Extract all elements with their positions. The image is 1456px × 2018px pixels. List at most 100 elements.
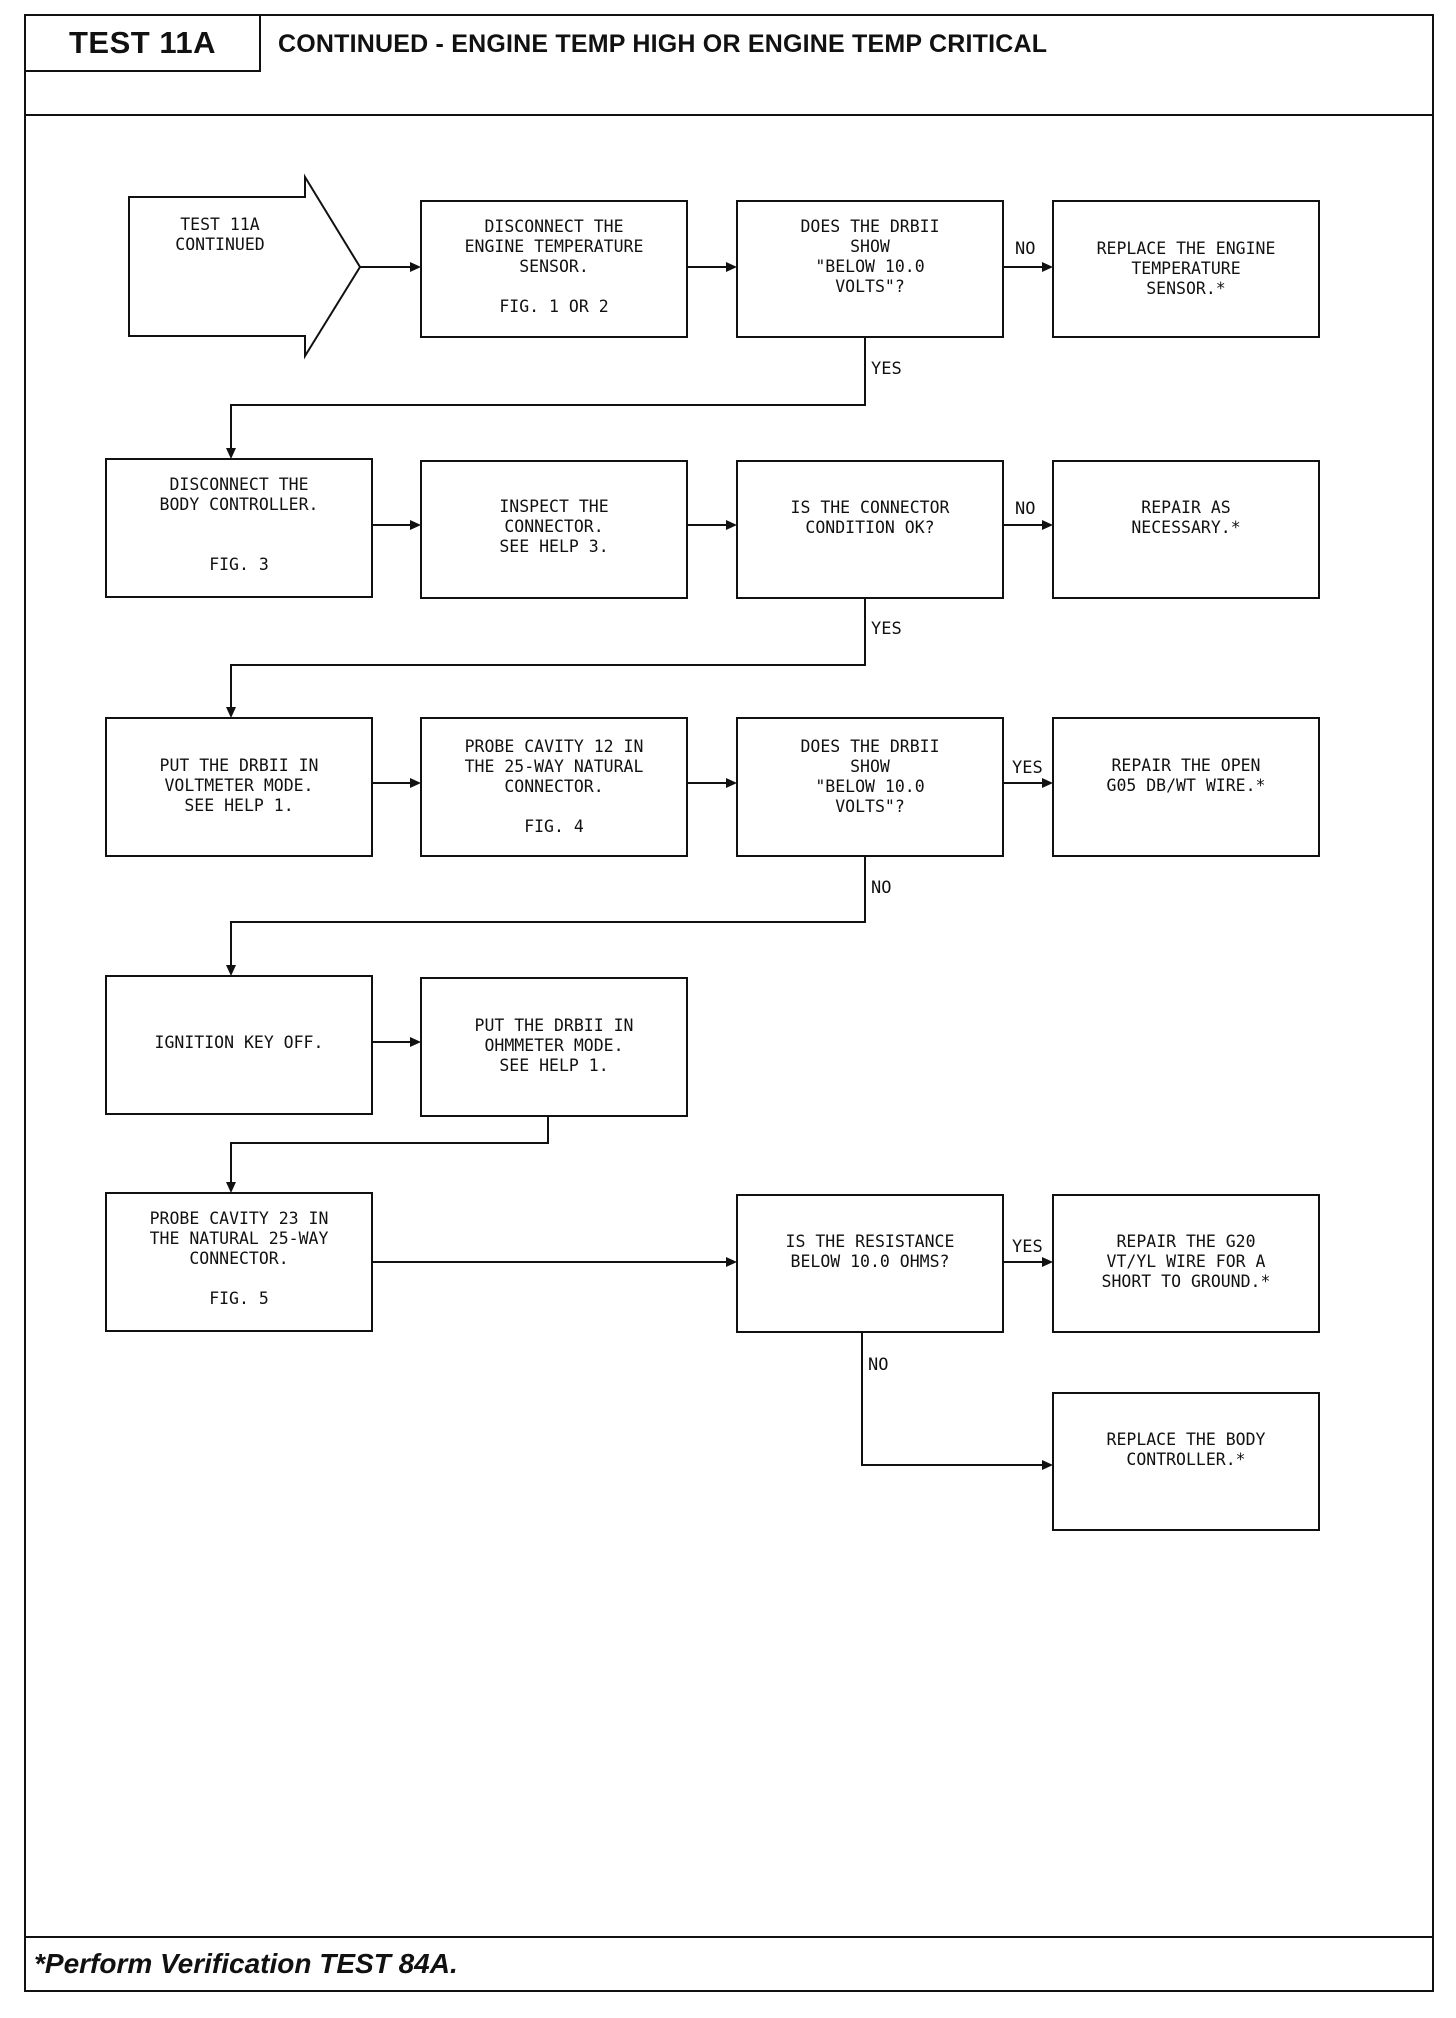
arrowhead xyxy=(410,1037,421,1047)
step-replace-body xyxy=(1052,1392,1320,1531)
label-yes: YES xyxy=(871,619,902,639)
arrowhead xyxy=(726,262,737,272)
box-text-line: CONTROLLER.* xyxy=(1126,1450,1245,1469)
question-below-10v-2 xyxy=(736,717,1004,857)
step-disconnect-sensor xyxy=(420,200,688,338)
step-replace-sensor xyxy=(1052,200,1320,338)
box-text-line: PUT THE DRBII IN xyxy=(160,756,319,775)
question-below-10v-1 xyxy=(736,200,1004,338)
box-text-line: REPLACE THE BODY xyxy=(1107,1430,1266,1449)
label-no: NO xyxy=(868,1355,888,1375)
step-ohmmeter-mode xyxy=(420,977,688,1117)
box-text-line: TEMPERATURE xyxy=(1131,259,1240,278)
arrowhead xyxy=(410,520,421,530)
box-text-line: SHOW xyxy=(850,757,890,776)
box-text-line: VT/YL WIRE FOR A xyxy=(1107,1252,1266,1271)
step-repair-g05 xyxy=(1052,717,1320,857)
arrowhead xyxy=(1042,1257,1053,1267)
arrowhead xyxy=(726,778,737,788)
box-text-line: THE NATURAL 25-WAY xyxy=(150,1229,329,1248)
arrowhead xyxy=(226,707,236,718)
arrowhead xyxy=(226,965,236,976)
box-text-line: CONNECTOR. xyxy=(189,1249,288,1268)
box-text-line: FIG. 3 xyxy=(209,555,269,574)
box-text-line: CONDITION OK? xyxy=(805,518,934,537)
box-text-line: IS THE RESISTANCE xyxy=(786,1232,955,1251)
box-text-line: OHMMETER MODE. xyxy=(484,1036,623,1055)
page-title: CONTINUED - ENGINE TEMP HIGH OR ENGINE T… xyxy=(278,30,1048,58)
arrowhead xyxy=(1042,778,1053,788)
arrowhead xyxy=(1042,1460,1053,1470)
step-probe-cavity-23 xyxy=(105,1192,373,1332)
test-label: TEST 11A xyxy=(26,16,261,72)
box-text-line: FIG. 4 xyxy=(524,817,584,836)
box-text-line: INSPECT THE xyxy=(499,497,608,516)
box-text-line: CONNECTOR. xyxy=(504,777,603,796)
step-inspect-connector xyxy=(420,460,688,599)
box-text-line: CONTINUED xyxy=(175,235,264,254)
box-text-line: FIG. 1 OR 2 xyxy=(499,297,608,316)
box-text-line: SENSOR. xyxy=(519,257,589,276)
label-yes: YES xyxy=(871,359,902,379)
box-text-line: PUT THE DRBII IN xyxy=(475,1016,634,1035)
box-text-line: TEST 11A xyxy=(180,215,260,234)
box-text-line: CONNECTOR. xyxy=(504,517,603,536)
label-yes: YES xyxy=(1012,1237,1043,1257)
box-text-line: DISCONNECT THE xyxy=(484,217,623,236)
box-text-line: REPLACE THE ENGINE xyxy=(1097,239,1276,258)
step-disconnect-body xyxy=(105,458,373,598)
box-text-line: PROBE CAVITY 23 IN xyxy=(150,1209,329,1228)
page-frame: TEST 11A CONTINUED - ENGINE TEMP HIGH OR… xyxy=(24,14,1434,1992)
step-ignition-off-text: IGNITION KEY OFF. xyxy=(155,1033,324,1052)
box-text-line: BELOW 10.0 OHMS? xyxy=(791,1252,950,1271)
start-arrow xyxy=(128,173,362,360)
arrowhead xyxy=(726,1257,737,1267)
box-text-line: VOLTMETER MODE. xyxy=(164,776,313,795)
arrowheads xyxy=(226,262,1053,1470)
arrowhead xyxy=(1042,262,1053,272)
box-text-line: IS THE CONNECTOR xyxy=(791,498,950,517)
header: TEST 11A CONTINUED - ENGINE TEMP HIGH OR… xyxy=(26,16,1432,116)
connectors xyxy=(230,266,1049,1466)
arrowhead xyxy=(226,1182,236,1193)
step-repair-g20 xyxy=(1052,1194,1320,1333)
box-text-line: REPAIR THE OPEN xyxy=(1111,756,1260,775)
box-text-line: THE 25-WAY NATURAL xyxy=(465,757,644,776)
box-text-line: SEE HELP 1. xyxy=(184,796,293,815)
question-resistance xyxy=(736,1194,1004,1333)
box-text-line: BODY CONTROLLER. xyxy=(160,495,319,514)
box-text-line: FIG. 5 xyxy=(209,1289,269,1308)
box-text-line: VOLTS"? xyxy=(835,797,905,816)
box-text-line: VOLTS"? xyxy=(835,277,905,296)
box-text-line: DISCONNECT THE xyxy=(169,475,308,494)
box-text-line: SEE HELP 1. xyxy=(499,1056,608,1075)
box-text-line: SEE HELP 3. xyxy=(499,537,608,556)
arrow-no-to-ignition xyxy=(230,856,866,972)
box-text-line: SENSOR.* xyxy=(1146,279,1225,298)
box-text-line: ENGINE TEMPERATURE xyxy=(465,237,644,256)
box-text-line: NECESSARY.* xyxy=(1131,518,1240,537)
box-text-line: G05 DB/WT WIRE.* xyxy=(1107,776,1266,795)
box-text-line: DOES THE DRBII xyxy=(800,737,939,756)
box-text-line: REPAIR THE G20 xyxy=(1116,1232,1255,1251)
arrow-no-to-replace-body xyxy=(861,1332,1049,1466)
arrowhead xyxy=(1042,520,1053,530)
arrowhead xyxy=(410,778,421,788)
box-text-line: DOES THE DRBII xyxy=(800,217,939,236)
